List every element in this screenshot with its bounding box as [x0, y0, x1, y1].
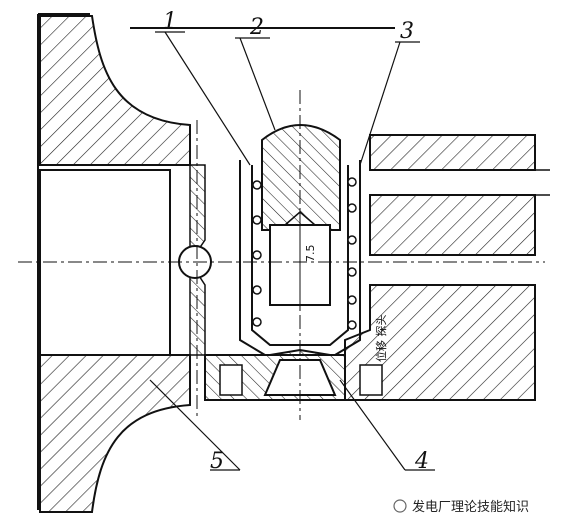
watermark-text: 发电厂理论技能知识 — [412, 499, 529, 515]
callout-2: 2 — [249, 15, 264, 40]
spring-right — [347, 177, 357, 330]
probe-label: 位移 探头 — [374, 315, 388, 363]
centerlines — [18, 90, 545, 420]
callout-4: 4 — [414, 449, 429, 474]
callout-1: 1 — [163, 9, 177, 34]
wechat-icon — [393, 499, 407, 513]
plunger — [261, 124, 341, 310]
housing-body — [39, 15, 206, 513]
leader-lines — [149, 31, 435, 471]
callout-3: 3 — [400, 19, 414, 44]
dimension-label: 7.5 — [304, 245, 317, 263]
watermark: 发电厂理论技能知识 — [393, 499, 529, 515]
spring-left — [252, 180, 262, 327]
callout-5: 5 — [210, 449, 224, 474]
right-housing — [344, 134, 550, 401]
